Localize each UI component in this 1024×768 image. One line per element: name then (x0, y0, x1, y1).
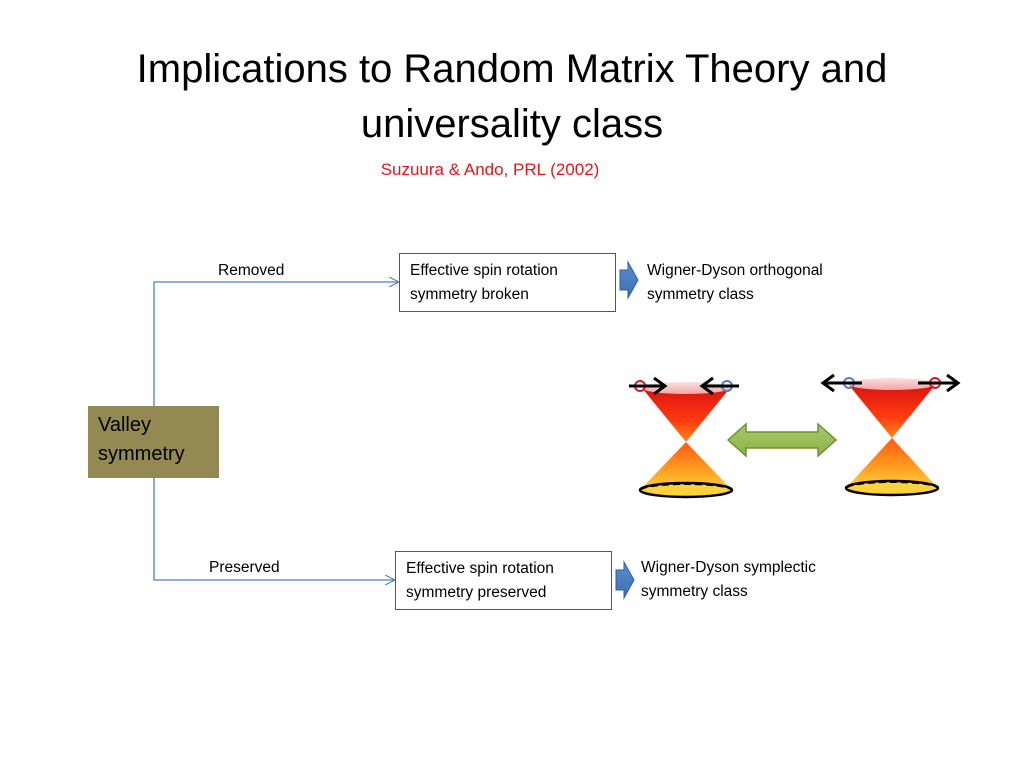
dirac-cone-left-icon (629, 376, 739, 499)
edge-label-preserved: Preserved (209, 559, 280, 576)
edge-label-removed: Removed (218, 262, 285, 279)
connector-tree (153, 282, 398, 580)
block-arrow-icon (615, 560, 635, 600)
citation: Suzuura & Ando, PRL (2002) (380, 160, 600, 179)
slide-title: Implications to Random Matrix Theory and… (136, 47, 888, 146)
valley-symmetry-node: Valley symmetry (88, 406, 219, 478)
spin-broken-box: Effective spin rotation symmetry broken (399, 253, 616, 312)
block-arrow-icon (619, 260, 639, 300)
orthogonal-class-label: Wigner-Dyson orthogonal symmetry class (647, 262, 823, 303)
spin-preserved-box: Effective spin rotation symmetry preserv… (395, 551, 612, 610)
symplectic-class-label: Wigner-Dyson symplectic symmetry class (641, 559, 816, 600)
dirac-cone-right-icon (820, 373, 961, 497)
double-headed-arrow-icon (726, 422, 838, 458)
